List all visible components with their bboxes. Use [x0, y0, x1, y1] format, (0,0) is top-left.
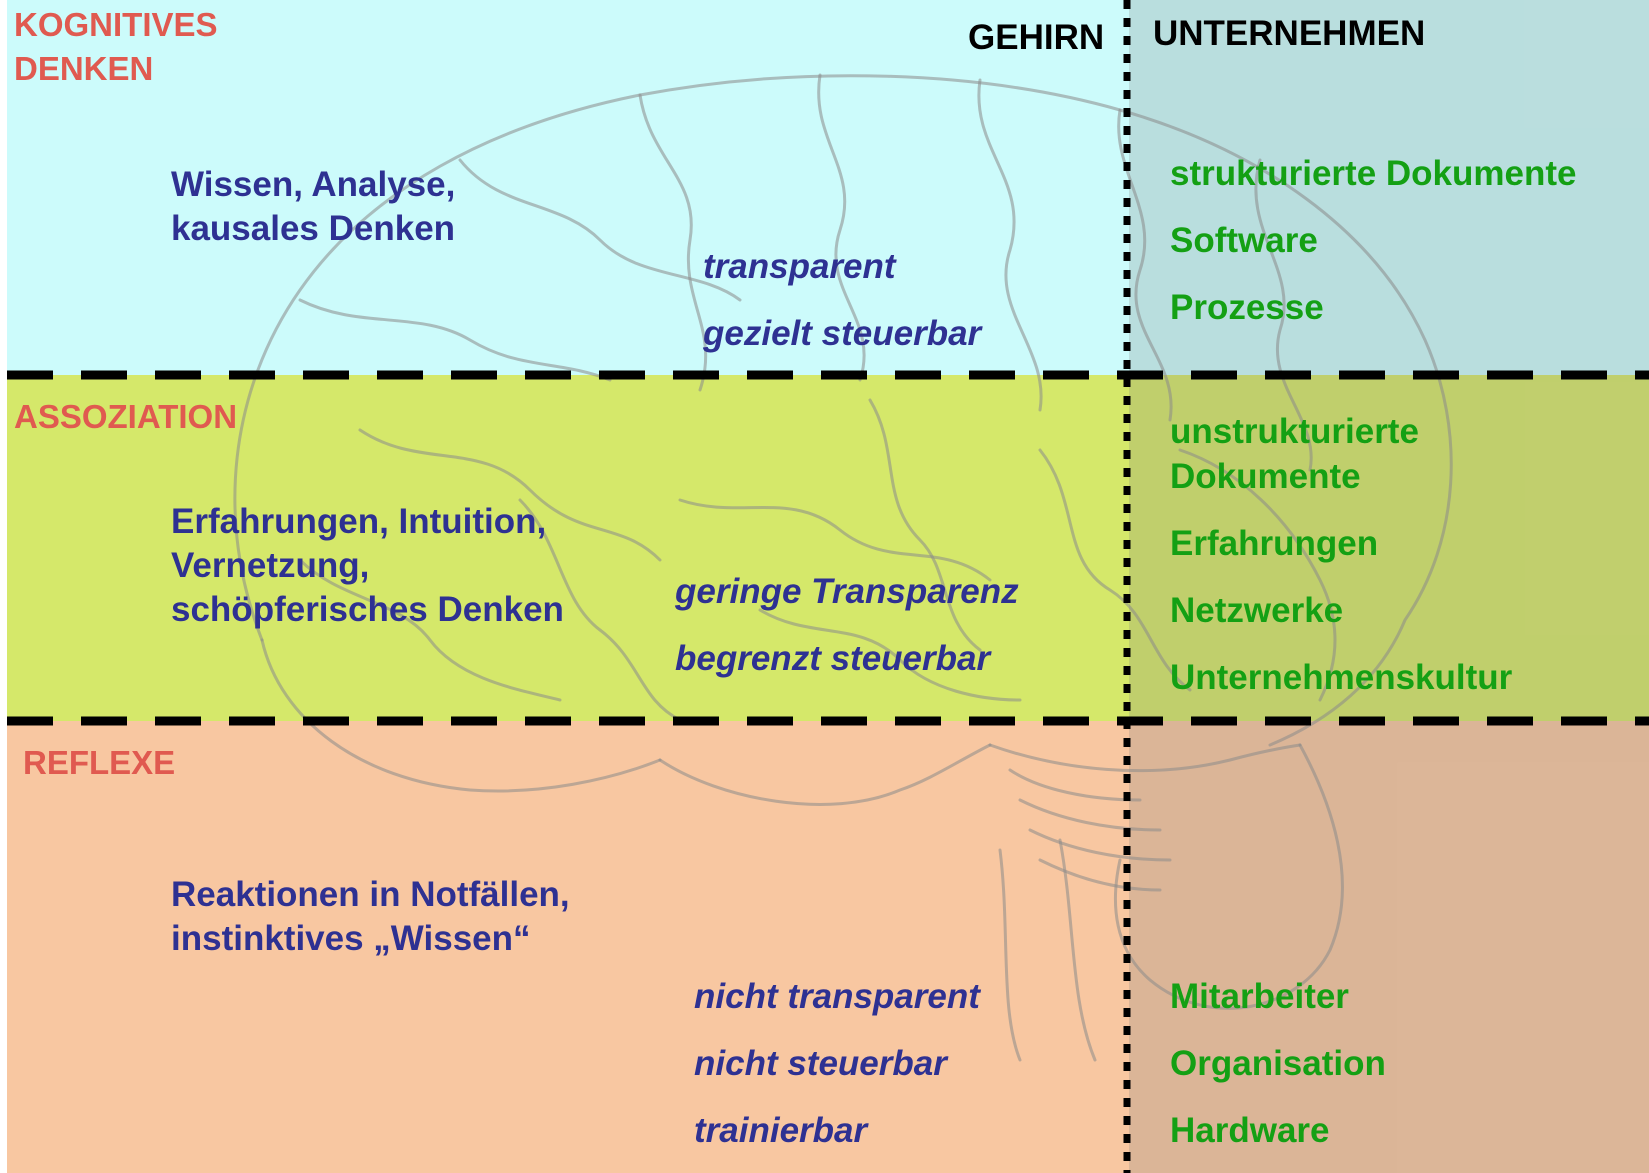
column-header-company: UNTERNEHMEN: [1153, 14, 1426, 53]
level-heading-cognitive: KOGNITIVES DENKEN: [14, 6, 218, 87]
brain-description-reflex: Reaktionen in Notfällen, instinktives „W…: [171, 875, 570, 958]
company-item-reflex-1: Mitarbeiter: [1170, 977, 1349, 1016]
company-item-cognitive-3: Prozesse: [1170, 288, 1324, 327]
level-heading-reflex: REFLEXE: [23, 744, 176, 781]
control-reflex-2: nicht steuerbar: [694, 1044, 947, 1083]
control-association-1: geringe Transparenz: [675, 572, 1019, 611]
column-header-brain: GEHIRN: [968, 18, 1105, 57]
control-cognitive-1: transparent: [703, 247, 896, 286]
control-association-2: begrenzt steuerbar: [675, 639, 991, 678]
level-heading-association: ASSOZIATION: [14, 398, 238, 435]
company-item-cognitive-2: Software: [1170, 221, 1318, 260]
company-item-reflex-3: Hardware: [1170, 1111, 1330, 1150]
company-item-association-4: Unternehmenskultur: [1170, 658, 1513, 697]
reflex-band: [7, 721, 1649, 1173]
company-item-cognitive-1: strukturierte Dokumente: [1170, 154, 1577, 193]
association-band: [7, 375, 1649, 721]
company-item-reflex-2: Organisation: [1170, 1044, 1386, 1083]
control-reflex-1: nicht transparent: [694, 977, 980, 1016]
company-item-association-1: unstrukturierte Dokumente: [1170, 412, 1419, 496]
company-column-shade: [1129, 0, 1649, 1173]
company-item-association-2: Erfahrungen: [1170, 524, 1379, 563]
control-reflex-3: trainierbar: [694, 1111, 868, 1150]
control-cognitive-2: gezielt steuerbar: [703, 314, 982, 353]
brain-description-association: Erfahrungen, Intuition, Vernetzung, schö…: [171, 502, 564, 629]
brain-description-cognitive: Wissen, Analyse, kausales Denken: [171, 165, 456, 248]
cognitive-band: [7, 0, 1649, 375]
company-item-association-3: Netzwerke: [1170, 591, 1344, 630]
